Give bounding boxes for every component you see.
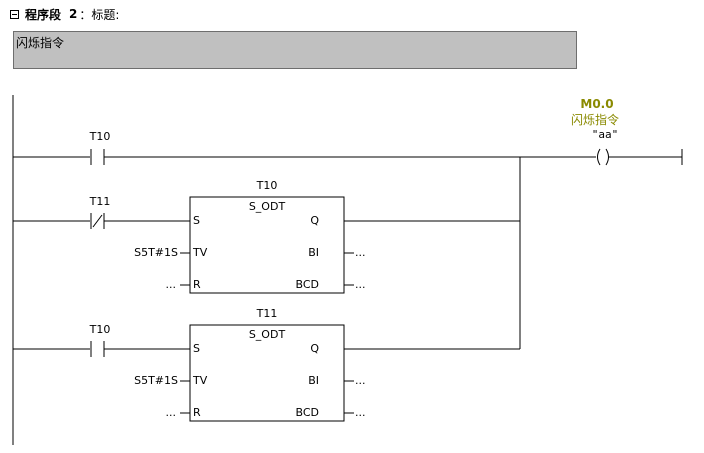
contact-slash	[92, 214, 103, 228]
contact-label: T10	[89, 130, 111, 143]
pin-bi: BI	[308, 246, 319, 259]
tv-parameter[interactable]: S5T#1S	[134, 374, 178, 387]
contact-t11-normally-closed[interactable]	[90, 213, 105, 229]
r-parameter[interactable]: ...	[166, 406, 177, 419]
pin-bcd: BCD	[295, 406, 319, 419]
network-comment-box[interactable]: 闪烁指令	[13, 31, 577, 69]
rung-1: T10 M0.0 闪烁指令 "aa"	[13, 97, 683, 166]
coil-right-arc	[605, 148, 609, 166]
r-parameter[interactable]: ...	[166, 278, 177, 291]
timer-box	[189, 196, 345, 294]
network-label: 程序段	[25, 7, 62, 22]
network-header: 程序段 2 ： 标题:	[10, 5, 119, 23]
pin-q: Q	[310, 214, 319, 227]
timer-box	[189, 324, 345, 422]
pin-s: S	[193, 214, 200, 227]
timer-type: S_ODT	[249, 328, 286, 341]
network-title-label[interactable]: 标题:	[91, 7, 120, 22]
pin-bcd: BCD	[295, 278, 319, 291]
coil-address: M0.0	[580, 97, 613, 111]
pin-r: R	[193, 278, 201, 291]
pin-bi: BI	[308, 374, 319, 387]
contact-label: T11	[89, 195, 111, 208]
timer-name: T10	[256, 179, 278, 192]
bi-parameter[interactable]: ...	[355, 246, 366, 259]
timer-type: S_ODT	[249, 200, 286, 213]
contact-t10-normally-open[interactable]	[90, 341, 105, 357]
tv-parameter[interactable]: S5T#1S	[134, 246, 178, 259]
coil-symbol: 闪烁指令	[571, 112, 619, 127]
collapse-toggle-icon[interactable]	[10, 9, 19, 19]
bi-parameter[interactable]: ...	[355, 374, 366, 387]
output-coil[interactable]	[597, 148, 609, 166]
rung-3: T10 T11 S_ODT S TV R Q BI BCD S5T#1S ...…	[13, 307, 520, 422]
timer-block-t11[interactable]: T11 S_ODT S TV R Q BI BCD	[189, 307, 345, 422]
pin-tv: TV	[192, 246, 208, 259]
network-separator: ：	[79, 7, 92, 22]
coil-comment: "aa"	[592, 128, 619, 141]
coil-left-arc	[597, 148, 601, 166]
bcd-parameter[interactable]: ...	[355, 406, 366, 419]
network-number: 2	[69, 7, 78, 21]
pin-tv: TV	[192, 374, 208, 387]
timer-name: T11	[256, 307, 278, 320]
rung-2: T11 T10 S_ODT S TV R Q BI BCD S5T#1S ...…	[13, 179, 520, 294]
network-comment-text: 闪烁指令	[16, 36, 65, 50]
pin-r: R	[193, 406, 201, 419]
bcd-parameter[interactable]: ...	[355, 278, 366, 291]
contact-t10-normally-open[interactable]	[90, 149, 105, 165]
contact-label: T10	[89, 323, 111, 336]
timer-block-t10[interactable]: T10 S_ODT S TV R Q BI BCD	[189, 179, 345, 294]
pin-q: Q	[310, 342, 319, 355]
pin-s: S	[193, 342, 200, 355]
